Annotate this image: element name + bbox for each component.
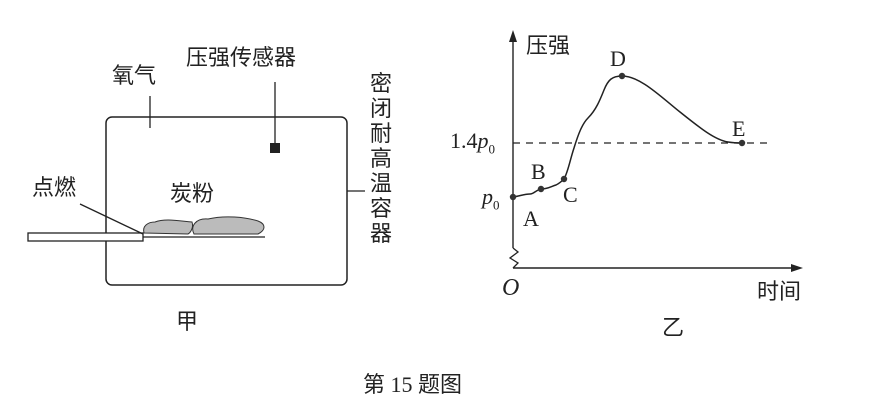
pressure-sensor-icon (270, 143, 280, 153)
y-axis-label: 压强 (526, 34, 571, 59)
figure-title: 第 15 题图 (363, 372, 463, 397)
oxygen-label: 氧气 (112, 64, 157, 89)
pressure-curve (512, 75, 743, 198)
origin-label: O (502, 275, 520, 301)
ignite-label: 点燃 (32, 176, 77, 201)
y-tick-1.4p0: 1.4p0 (450, 128, 495, 157)
carbon-powder-pile (143, 219, 193, 235)
point-d (618, 72, 626, 80)
point-c (560, 175, 568, 183)
point-e-label: E (732, 116, 746, 141)
figure-b-caption: 乙 (662, 316, 685, 341)
point-d-label: D (610, 46, 626, 71)
ignition-rod (27, 232, 144, 242)
y-axis-break (508, 247, 520, 269)
point-e (738, 139, 746, 147)
carbon-powder-pile (192, 216, 265, 235)
y-axis-arrow-icon (509, 30, 517, 42)
sealed-container (105, 116, 348, 286)
point-c-label: C (563, 182, 578, 207)
pressure-sensor-label: 压强传感器 (186, 46, 297, 71)
container-label: 密闭耐高温容器 (369, 72, 392, 247)
carbon-powder-label: 炭粉 (170, 182, 215, 207)
point-b-label: B (531, 159, 546, 184)
point-a-label: A (523, 206, 539, 231)
figure-a-caption: 甲 (176, 310, 199, 335)
x-axis-arrow-icon (791, 264, 803, 272)
ignite-leader (79, 203, 144, 235)
x-axis-label: 时间 (757, 280, 802, 305)
point-b (537, 185, 545, 193)
y-tick-p0: p0 (482, 184, 500, 213)
point-a (509, 193, 517, 201)
